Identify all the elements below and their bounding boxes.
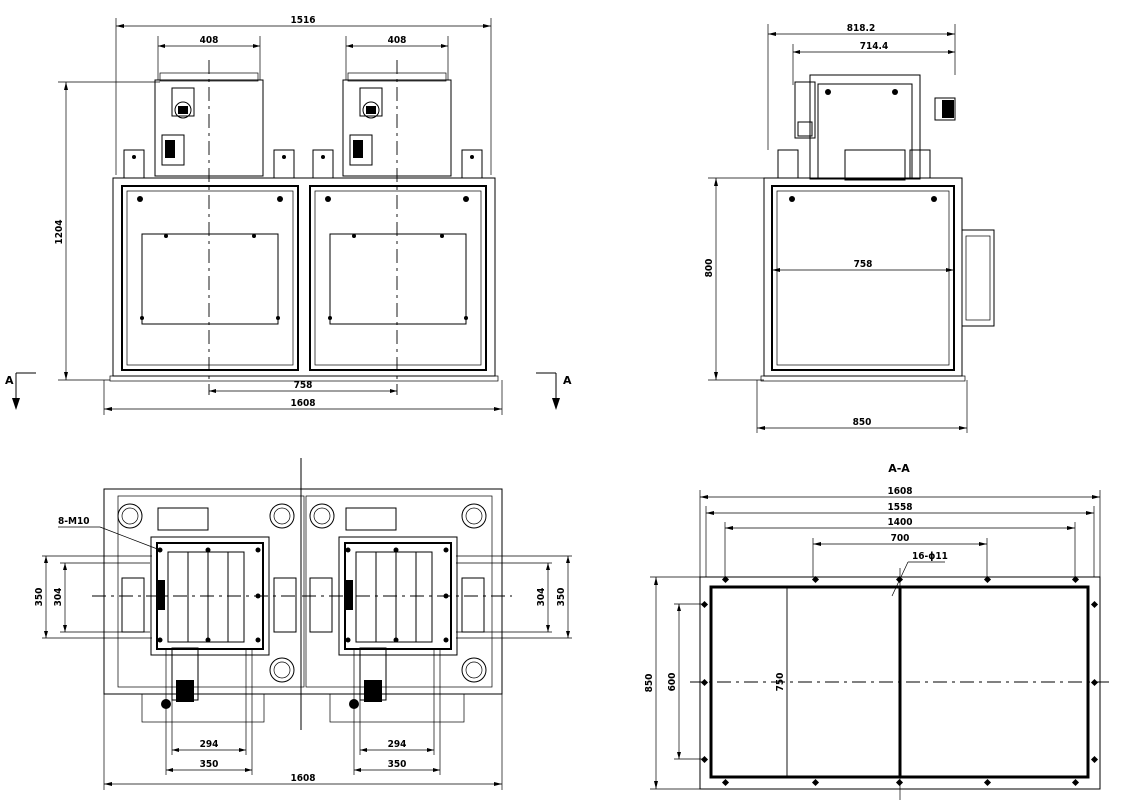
section-dim-1558: 1558 bbox=[887, 502, 912, 513]
section-marker-right: A bbox=[536, 372, 572, 410]
section-callout-holes: 16-ϕ11 bbox=[912, 551, 948, 562]
top-dim-350-bottom-right: 350 bbox=[388, 759, 407, 770]
front-panel-right bbox=[309, 185, 487, 371]
top-callout-8-M10: 8-M10 bbox=[58, 516, 89, 527]
top-dim-350-left: 350 bbox=[34, 588, 45, 607]
front-dim-1204: 1204 bbox=[54, 219, 65, 244]
top-dim-294-left: 294 bbox=[200, 739, 219, 750]
front-fan-unit-right bbox=[312, 72, 483, 179]
front-view: 1516 408 408 1204 bbox=[5, 15, 572, 415]
section-dim-1608: 1608 bbox=[887, 486, 912, 497]
section-dim-700: 700 bbox=[891, 533, 910, 544]
front-dim-408-right: 408 bbox=[388, 35, 407, 46]
front-dim-408-left: 408 bbox=[200, 35, 219, 46]
top-view: 8-M10 350 304 304 350 294 bbox=[34, 458, 572, 790]
section-title: A-A bbox=[888, 462, 910, 475]
top-dim-350-bottom-left: 350 bbox=[200, 759, 219, 770]
side-dim-714-4: 714.4 bbox=[860, 41, 888, 52]
svg-text:A: A bbox=[563, 374, 572, 387]
section-dim-600: 600 bbox=[667, 673, 678, 692]
svg-text:A: A bbox=[5, 374, 14, 387]
top-dim-1608: 1608 bbox=[290, 773, 315, 784]
top-fan-right bbox=[309, 536, 485, 709]
side-dim-818-2: 818.2 bbox=[847, 23, 875, 34]
section-dim-850: 850 bbox=[644, 674, 655, 693]
top-dim-304-right: 304 bbox=[536, 588, 547, 607]
side-view: 818.2 714.4 800 bbox=[704, 23, 995, 433]
section-dim-750: 750 bbox=[775, 673, 786, 692]
section-marker-left: A bbox=[5, 372, 36, 410]
top-dim-350-right: 350 bbox=[556, 588, 567, 607]
front-dim-1608: 1608 bbox=[290, 398, 315, 409]
top-dim-304-left: 304 bbox=[53, 588, 64, 607]
front-panel-left bbox=[121, 185, 299, 371]
top-dim-294-right: 294 bbox=[388, 739, 407, 750]
front-dim-1516: 1516 bbox=[290, 15, 315, 26]
side-dim-800: 800 bbox=[704, 259, 715, 278]
front-dim-758: 758 bbox=[294, 380, 313, 391]
section-dim-1400: 1400 bbox=[887, 517, 912, 528]
section-view: A-A bbox=[644, 462, 1112, 800]
side-dim-758: 758 bbox=[854, 259, 873, 270]
side-dim-850: 850 bbox=[853, 417, 872, 428]
